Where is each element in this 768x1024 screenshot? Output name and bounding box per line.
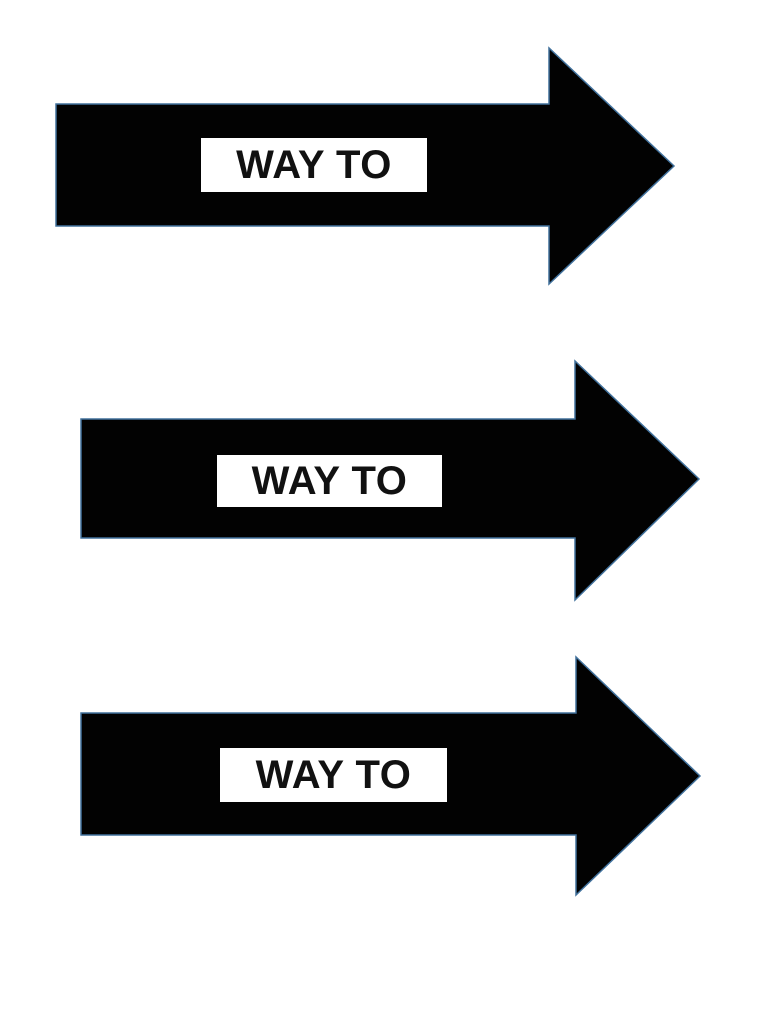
arrow-label-3: WAY TO <box>220 748 447 802</box>
arrow-label-1: WAY TO <box>201 138 427 192</box>
arrow-label-2: WAY TO <box>217 455 442 507</box>
